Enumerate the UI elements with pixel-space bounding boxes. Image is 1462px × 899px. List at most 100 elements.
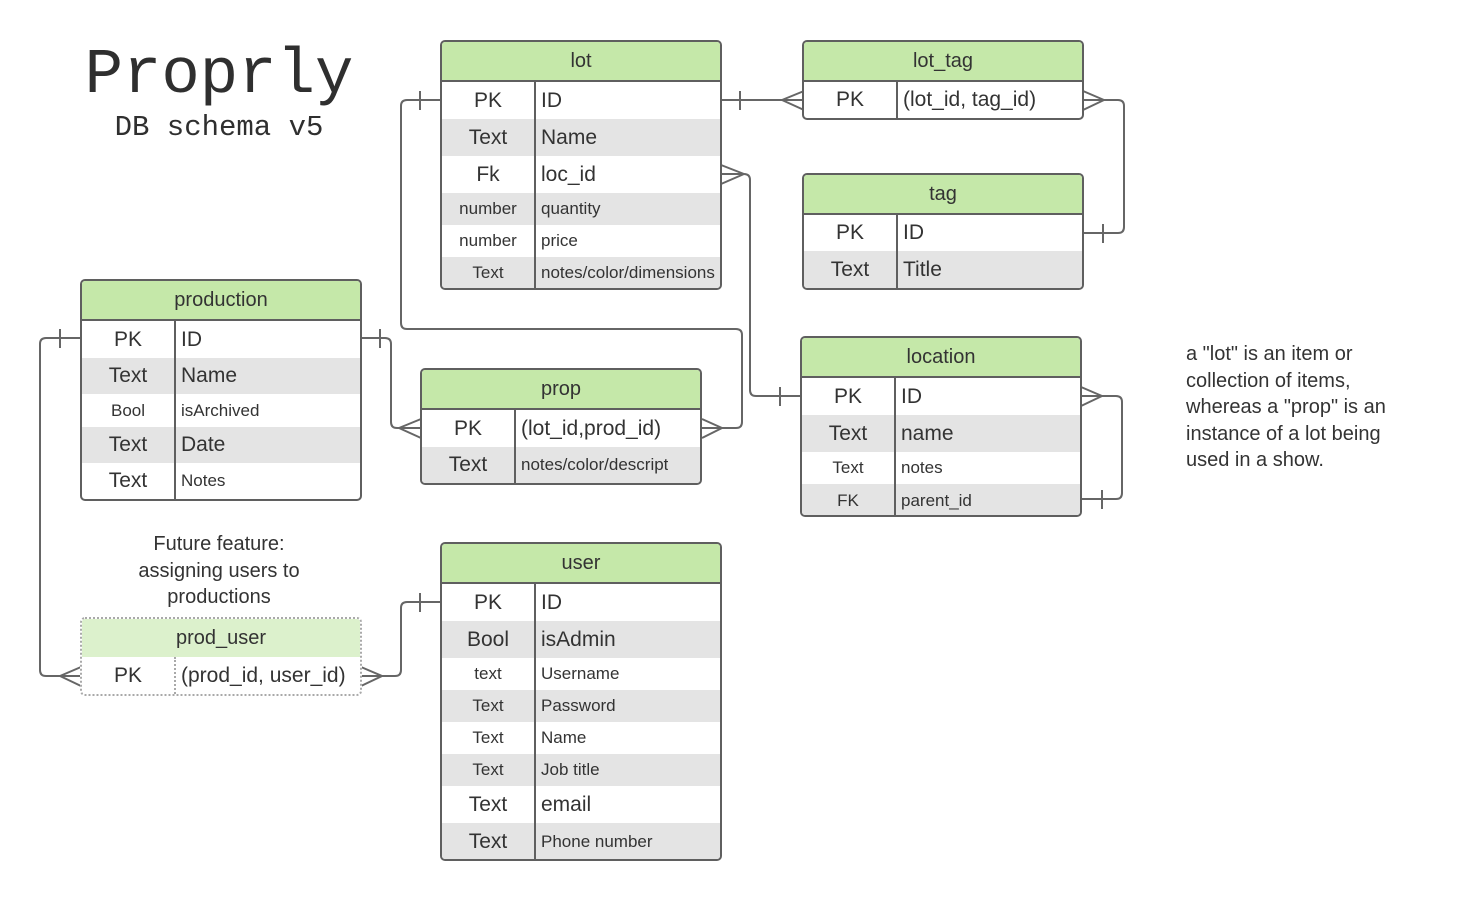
table-header: prod_user xyxy=(82,619,360,657)
table-header: production xyxy=(82,281,360,321)
many-mark-lot-tag-tag xyxy=(1082,90,1105,111)
field-name: (lot_id, tag_id) xyxy=(903,88,1037,111)
field-name: price xyxy=(541,231,578,250)
field-name: Name xyxy=(541,728,587,747)
table-row: text Username xyxy=(442,658,720,690)
field-type: Text xyxy=(802,415,896,452)
field-type: Text xyxy=(82,358,176,394)
table-header: lot xyxy=(442,42,720,82)
many-mark-prop-lot xyxy=(701,418,723,439)
table-row: number price xyxy=(442,225,720,257)
field-type: Text xyxy=(442,119,536,156)
note-line: assigning users to xyxy=(138,559,300,582)
table-row: Text notes xyxy=(802,452,1080,484)
table-lot-tag: lot_tag PK (lot_id, tag_id) xyxy=(802,40,1084,120)
field-name: (lot_id,prod_id) xyxy=(521,417,662,440)
table-lot: lot PK ID Text Name Fk loc_id number qua… xyxy=(440,40,722,290)
field-type: Text xyxy=(82,427,176,463)
field-name: notes/color/descript xyxy=(521,455,669,474)
field-type: Text xyxy=(442,690,536,722)
field-name: notes/color/dimensions xyxy=(541,263,715,282)
table-row: PK ID xyxy=(802,378,1080,415)
field-name: name xyxy=(901,422,954,445)
field-type: Text xyxy=(442,754,536,786)
connector-lot-tag-tag xyxy=(1083,99,1125,234)
note-line: collection of items, xyxy=(1186,369,1351,392)
field-type: Text xyxy=(442,786,536,823)
table-row: Text Notes xyxy=(82,463,360,499)
table-row: Bool isArchived xyxy=(82,394,360,427)
field-type: number xyxy=(442,225,536,257)
many-mark-lot-tag xyxy=(781,90,805,111)
table-prod-user: prod_user PK (prod_id, user_id) xyxy=(80,617,362,696)
field-type: number xyxy=(442,193,536,225)
table-row: Text name xyxy=(802,415,1080,452)
many-mark-prod-user-user xyxy=(360,666,383,687)
field-type: Bool xyxy=(442,621,536,658)
field-type: Text xyxy=(804,251,898,288)
diagram-subtitle: DB schema v5 xyxy=(114,111,324,144)
table-row: PK (prod_id, user_id) xyxy=(82,657,360,694)
table-header: location xyxy=(802,338,1080,378)
many-mark-lot-loc xyxy=(720,164,745,185)
field-name: Title xyxy=(903,258,942,281)
field-name: Date xyxy=(181,433,226,456)
table-row: Text Name xyxy=(82,358,360,394)
field-type: Text xyxy=(802,452,896,484)
field-type: PK xyxy=(804,215,898,251)
table-row: PK ID xyxy=(82,321,360,358)
field-type: Text xyxy=(442,823,536,859)
field-name: parent_id xyxy=(901,491,972,510)
field-type: FK xyxy=(802,484,896,515)
many-mark-prod-user-production xyxy=(59,666,82,687)
field-name: quantity xyxy=(541,199,601,218)
field-type: PK xyxy=(802,378,896,415)
table-row: Text Phone number xyxy=(442,823,720,859)
many-mark-prop-production xyxy=(398,418,422,439)
note-line: productions xyxy=(167,586,271,608)
table-row: PK (lot_id, tag_id) xyxy=(804,82,1082,118)
field-type: Text xyxy=(442,722,536,754)
table-production: production PK ID Text Name Bool isArchiv… xyxy=(80,279,362,501)
table-header: tag xyxy=(804,175,1082,215)
table-prop: prop PK (lot_id,prod_id) Text notes/colo… xyxy=(420,368,702,485)
connector-user-prod-user xyxy=(361,601,441,677)
field-name: ID xyxy=(541,591,562,614)
table-row: PK ID xyxy=(442,82,720,119)
table-row: Text Password xyxy=(442,690,720,722)
note-line: whereas a "prop" is an xyxy=(1186,396,1386,418)
field-name: notes xyxy=(901,458,943,477)
field-type: PK xyxy=(82,321,176,358)
table-row: Text notes/color/descript xyxy=(422,447,700,483)
field-name: ID xyxy=(903,221,924,244)
table-header: lot_tag xyxy=(804,42,1082,82)
table-row: FK parent_id xyxy=(802,484,1080,515)
note-line: used in a show. xyxy=(1186,449,1324,471)
table-location: location PK ID Text name Text notes FK p… xyxy=(800,336,1082,517)
field-name: Username xyxy=(541,664,620,683)
connector-production-prod-user xyxy=(39,337,81,677)
table-row: Fk loc_id xyxy=(442,156,720,193)
field-type: text xyxy=(442,658,536,690)
field-name: isArchived xyxy=(181,401,260,420)
field-name: Name xyxy=(541,126,598,149)
table-row: PK ID xyxy=(442,584,720,621)
table-row: Text notes/color/dimensions xyxy=(442,257,720,288)
lot-definition-note: a "lot" is an item or collection of item… xyxy=(1186,341,1446,474)
field-name: loc_id xyxy=(541,163,596,186)
table-user: user PK ID Bool isAdmin text Username Te… xyxy=(440,542,722,861)
table-row: PK ID xyxy=(804,215,1082,251)
field-type: Fk xyxy=(442,156,536,193)
field-type: PK xyxy=(442,584,536,621)
field-type: Text xyxy=(422,447,516,483)
field-type: Text xyxy=(82,463,176,499)
field-type: PK xyxy=(804,82,898,118)
diagram-title: Proprly xyxy=(84,40,354,112)
field-name: ID xyxy=(901,385,922,408)
field-name: Job title xyxy=(541,760,600,779)
note-line: instance of a lot being xyxy=(1186,422,1381,445)
field-type: PK xyxy=(442,82,536,119)
field-name: (prod_id, user_id) xyxy=(181,664,346,687)
field-name: isAdmin xyxy=(541,628,616,651)
field-type: Bool xyxy=(82,394,176,427)
